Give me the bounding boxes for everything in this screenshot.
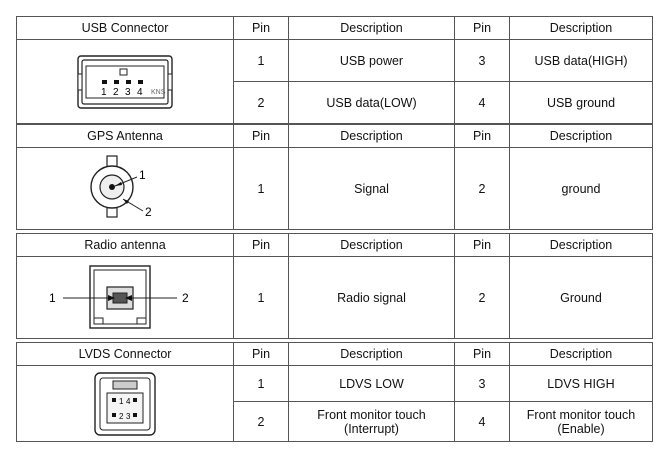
- pin-description: Front monitor touch (Enable): [509, 401, 653, 442]
- connector-name: GPS Antenna: [16, 124, 234, 148]
- pin-header: Pin: [233, 124, 289, 148]
- pin-label: 1: [119, 397, 124, 406]
- pin-label: 1: [101, 87, 107, 98]
- description-header: Description: [288, 342, 455, 366]
- pin-header: Pin: [233, 342, 289, 366]
- pin-label: 1: [139, 168, 146, 182]
- description-header: Description: [509, 16, 653, 40]
- pin-number: 3: [454, 365, 510, 402]
- gps-antenna-drawing-cell: 1 2: [16, 147, 234, 230]
- pin-description: Radio signal: [288, 256, 455, 339]
- lvds-connector-drawing-cell: 1 4 2 3: [16, 365, 234, 442]
- pin-number: 4: [454, 401, 510, 442]
- pin-label: 4: [126, 397, 131, 406]
- pin-description: Front monitor touch (Interrupt): [288, 401, 455, 442]
- connector-name: LVDS Connector: [16, 342, 234, 366]
- connector-mark: KNS: [151, 89, 166, 96]
- pin-number: 2: [233, 401, 289, 442]
- pin-description: Signal: [288, 147, 455, 230]
- pin-description: USB data(HIGH): [509, 39, 653, 82]
- pin-label: 3: [125, 87, 131, 98]
- table-row: 1 4 2 3 1 LDVS LOW 3 LDVS HIGH: [16, 365, 653, 442]
- pin-label: 2: [145, 205, 152, 219]
- table-row: 1 2 1 Signal 2 ground: [16, 147, 653, 230]
- table-row: 2 Front monitor touch (Interrupt) 4 Fron…: [17, 401, 653, 442]
- usb-connector-drawing: 1 2 3 4 KNS: [77, 54, 173, 109]
- table-row: 2 USB data(LOW) 4 USB ground: [17, 81, 653, 124]
- pin-label: 1: [49, 291, 56, 305]
- pin-description: LDVS LOW: [288, 365, 455, 402]
- pin-description: USB data(LOW): [288, 81, 455, 124]
- connector-name: USB Connector: [16, 16, 234, 40]
- gps-antenna-drawing: 1 2: [90, 154, 152, 219]
- table-header-row: LVDS Connector Pin Description Pin Descr…: [16, 342, 653, 366]
- connector-name: Radio antenna: [16, 233, 234, 257]
- pin-header: Pin: [233, 16, 289, 40]
- pin-number: 2: [454, 256, 510, 339]
- pin-number: 4: [454, 81, 510, 124]
- lvds-connector-drawing: 1 4 2 3: [94, 371, 156, 436]
- table-row: 1 2 1 Radio signal 2 Ground: [16, 256, 653, 339]
- pin-header: Pin: [454, 233, 510, 257]
- radio-antenna-drawing: 1 2: [49, 264, 189, 329]
- pin-number: 2: [454, 147, 510, 230]
- table-row: 1 2 3 4 KNS 1 USB power 3 USB data(HIGH): [16, 39, 653, 124]
- pin-number: 3: [454, 39, 510, 82]
- description-header: Description: [288, 124, 455, 148]
- pin-label: 2: [113, 87, 119, 98]
- pin-header: Pin: [454, 16, 510, 40]
- usb-connector-drawing-cell: 1 2 3 4 KNS: [16, 39, 234, 124]
- radio-antenna-table: Radio antenna Pin Description Pin Descri…: [16, 233, 653, 339]
- pin-header: Pin: [454, 124, 510, 148]
- pin-label: 4: [137, 87, 143, 98]
- pin-description: Ground: [509, 256, 653, 339]
- table-header-row: USB Connector Pin Description Pin Descri…: [16, 16, 653, 40]
- description-header: Description: [509, 342, 653, 366]
- description-header: Description: [288, 233, 455, 257]
- description-header: Description: [288, 16, 455, 40]
- pin-number: 1: [233, 256, 289, 339]
- description-header: Description: [509, 124, 653, 148]
- pin-header: Pin: [454, 342, 510, 366]
- pin-label: 2: [119, 412, 124, 421]
- description-header: Description: [509, 233, 653, 257]
- gps-antenna-table: GPS Antenna Pin Description Pin Descript…: [16, 124, 653, 230]
- pin-description: USB power: [288, 39, 455, 82]
- pin-description: USB ground: [509, 81, 653, 124]
- pin-number: 2: [233, 81, 289, 124]
- usb-connector-table: USB Connector Pin Description Pin Descri…: [16, 16, 653, 124]
- pin-header: Pin: [233, 233, 289, 257]
- pin-description: LDVS HIGH: [509, 365, 653, 402]
- table-header-row: Radio antenna Pin Description Pin Descri…: [16, 233, 653, 257]
- pin-number: 1: [233, 147, 289, 230]
- pin-label: 3: [126, 412, 131, 421]
- table-header-row: GPS Antenna Pin Description Pin Descript…: [16, 124, 653, 148]
- radio-antenna-drawing-cell: 1 2: [16, 256, 234, 339]
- pin-label: 2: [182, 291, 189, 305]
- pin-description: ground: [509, 147, 653, 230]
- pin-number: 1: [233, 39, 289, 82]
- lvds-connector-table: LVDS Connector Pin Description Pin Descr…: [16, 342, 653, 442]
- pin-number: 1: [233, 365, 289, 402]
